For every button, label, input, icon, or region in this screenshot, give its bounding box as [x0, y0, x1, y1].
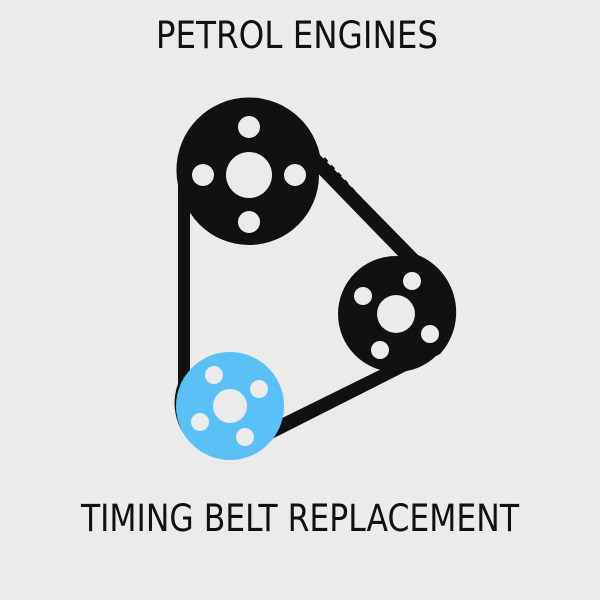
- pulley-bolt-hole: [250, 380, 268, 398]
- camshaft-pulley: [179, 105, 319, 245]
- pulley-bolt-hole: [191, 413, 209, 431]
- pulley-hub-hole: [226, 152, 272, 198]
- belt-teeth-right: [319, 157, 418, 265]
- page-title: PETROL ENGINES: [155, 14, 439, 57]
- pulley-hub-hole: [213, 389, 247, 423]
- pulley-bolt-hole: [421, 325, 439, 343]
- tensioner-pulley: [338, 256, 454, 372]
- pulley-bolt-hole: [371, 341, 389, 359]
- pulley-bolt-hole: [403, 272, 421, 290]
- pulley-bolt-hole: [192, 164, 214, 186]
- pulley-bolt-hole: [354, 287, 372, 305]
- pulley-bolt-hole: [238, 211, 260, 233]
- pulley-bolt-hole: [236, 428, 254, 446]
- pulley-hub-hole: [377, 295, 415, 333]
- page-subtitle: TIMING BELT REPLACEMENT: [80, 497, 520, 540]
- pulley-bolt-hole: [284, 164, 306, 186]
- pulley-bolt-hole: [205, 366, 223, 384]
- belt-teeth-bottom: [268, 358, 417, 438]
- crankshaft-pulley: [176, 352, 284, 460]
- pulley-bolt-hole: [238, 116, 260, 138]
